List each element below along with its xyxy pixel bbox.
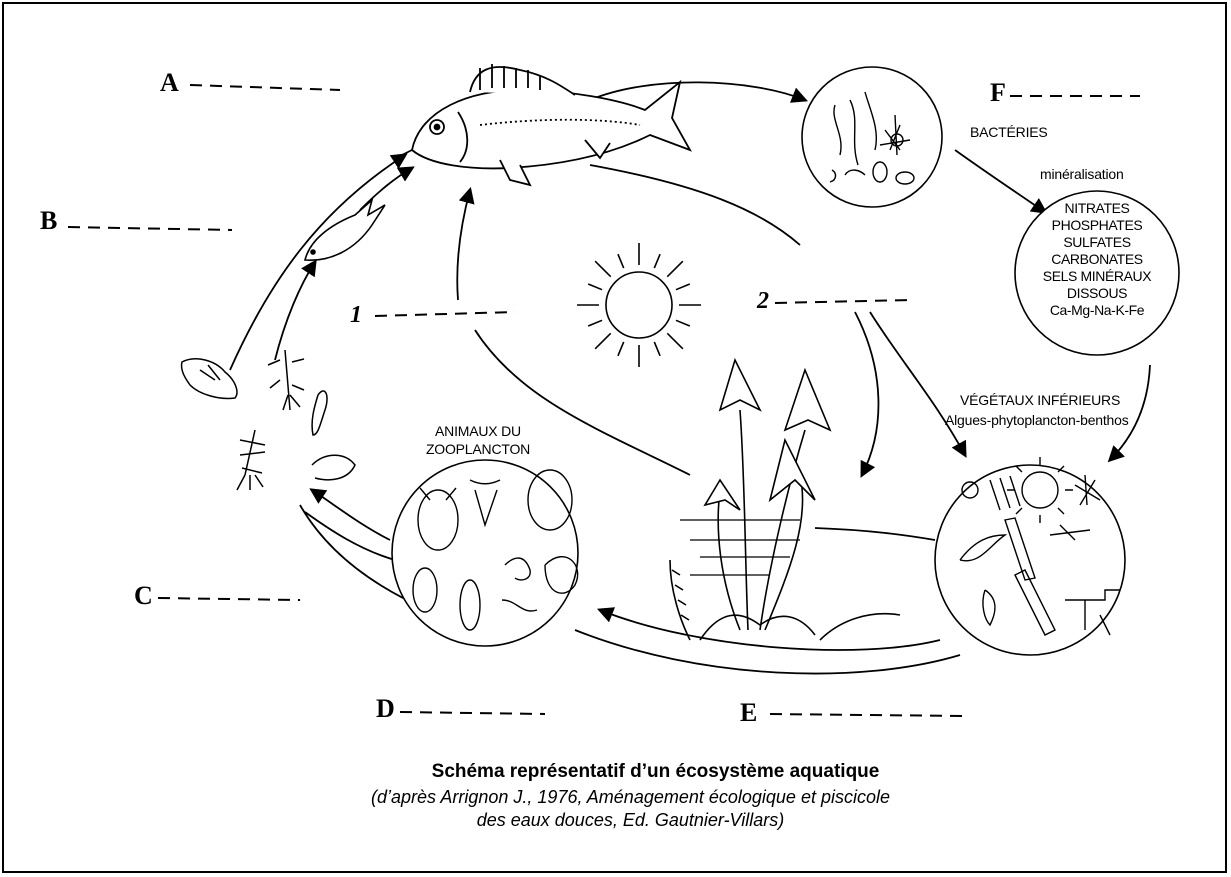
blank-line-2 [775,300,910,303]
arrow-2-to-algae [870,312,965,455]
crustacean-icon [237,430,265,490]
sun-ray [618,254,624,268]
arrow-algae-to-zooplankton-bottom [575,630,960,674]
minerals-list: NITRATES PHOSPHATES SULFATES CARBONATES … [1025,200,1169,319]
sun-icon [577,243,701,367]
sun-ray [588,320,602,326]
arrow-1-to-fish [457,190,470,300]
zooplankton-circle [392,460,578,646]
blank-line-b [68,227,232,230]
zooplankton-label-line2: ZOOPLANCTON [408,442,548,456]
lower-plants-subtitle: Algues-phytoplancton-benthos [945,413,1129,427]
mineral-item: Ca-Mg-Na-K-Fe [1025,302,1169,319]
label-2: 2 [757,289,769,313]
blank-line-e [770,714,965,716]
plant-to-algae [815,528,935,540]
label-a: A [160,70,179,96]
label-e: E [740,700,757,726]
sun-ray [676,320,690,326]
bacteria-label: BACTÉRIES [970,125,1048,139]
blank-line-a [190,85,340,90]
sun-ray [654,342,660,356]
sun-ray [667,261,683,277]
mineral-item: SULFATES [1025,234,1169,251]
diagram-title: Schéma représentatif d’un écosystème aqu… [0,762,1231,781]
left-organisms [182,350,355,490]
citation-line-1: (d’après Arrignon J., 1976, Aménagement … [30,786,1231,809]
mineral-item: NITRATES [1025,200,1169,217]
mineral-item: CARBONATES [1025,251,1169,268]
blank-line-1 [375,312,515,316]
sun-ray [654,254,660,268]
diagram-citation: (d’après Arrignon J., 1976, Aménagement … [0,786,1231,832]
mineral-item: SELS MINÉRAUX [1025,268,1169,285]
mineral-item: PHOSPHATES [1025,217,1169,234]
label-d: D [376,696,395,722]
lower-plants-title: VÉGÉTAUX INFÉRIEURS [960,393,1120,407]
label-1: 1 [350,303,362,327]
sun-ray [667,333,683,349]
sun-ray [618,342,624,356]
sun-ray [595,261,611,277]
arrow-2-to-plant [855,312,878,475]
sun-ray [676,284,690,290]
aquatic-plant-icon [670,360,900,640]
label-f: F [990,80,1006,106]
sun-ray [588,284,602,290]
shrimp-icon [312,455,355,480]
blank-line-c [158,598,300,600]
label-b: B [40,208,57,234]
arrow-zooplankton-to-shrimp [312,490,390,540]
zooplankton-label-line1: ANIMAUX DU [408,424,548,438]
mineralisation-label: minéralisation [1040,167,1124,181]
insect-larva-icon [268,350,304,410]
snail-icon [182,359,237,399]
blank-line-d [400,712,545,714]
arrow-outer-to-fish [230,155,405,370]
arrow-fish-to-bacteria [590,82,805,100]
mineral-item: DISSOUS [1025,285,1169,302]
label-c: C [134,583,153,609]
large-fish-icon [402,64,690,185]
sun-ray [595,333,611,349]
ellipse-top-right [590,165,800,245]
algae-circle [935,457,1125,655]
bacteria-circle [802,67,942,207]
citation-line-2: des eaux douces, Ed. Gautnier-Villars) [30,809,1231,832]
worm-icon [312,391,327,435]
